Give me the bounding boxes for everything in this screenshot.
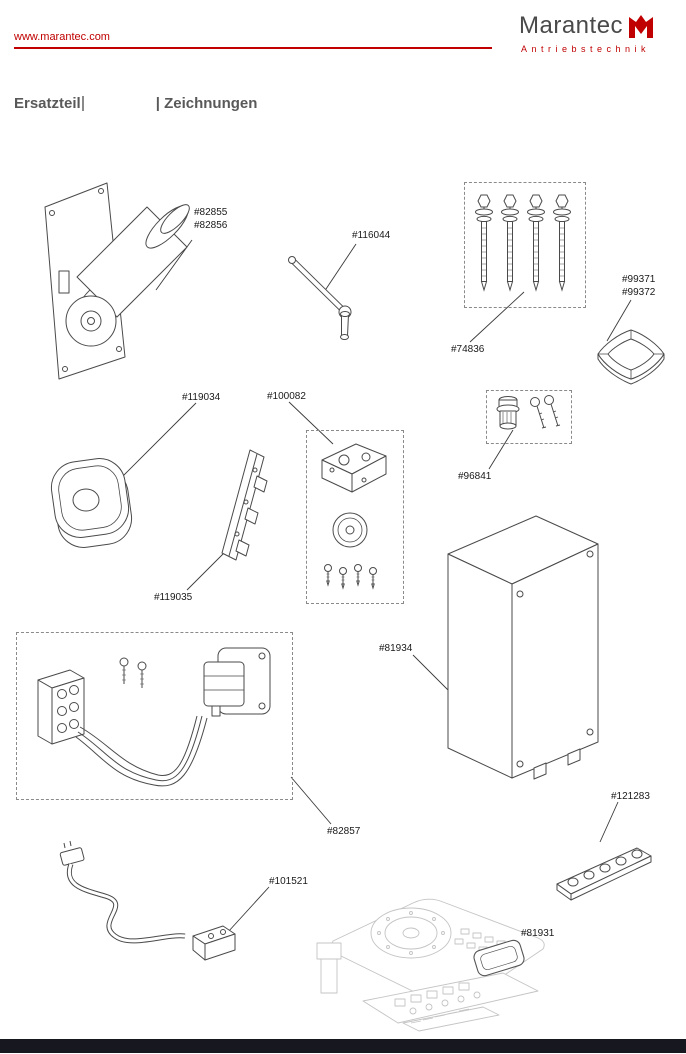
page-title-suffix: | Zeichnungen xyxy=(155,94,258,112)
part-label-99371: #99371 #99372 xyxy=(622,274,656,298)
part-label-121283: #121283 xyxy=(611,791,650,802)
rubber-grommet-drawing xyxy=(50,458,133,548)
rod-tool-drawing xyxy=(288,256,352,340)
site-url-link[interactable]: www.marantec.com xyxy=(14,31,110,43)
terminal-rail-drawing xyxy=(556,847,652,901)
wiring-harness-set-drawing xyxy=(37,647,271,787)
page-title-prefix: Ersatzteil xyxy=(14,94,81,112)
part-label-116044: #116044 xyxy=(352,230,391,241)
bracket-strip-drawing xyxy=(221,449,268,561)
brand-tagline: Antriebstechnik xyxy=(521,44,651,54)
part-label-74836: #74836 xyxy=(451,344,485,355)
part-label-119034: #119034 xyxy=(182,392,221,403)
part-label-81934: #81934 xyxy=(379,643,413,654)
group-box-82857 xyxy=(16,632,293,800)
footer-bar xyxy=(0,1039,686,1053)
part-label-82855: #82855 #82856 xyxy=(194,207,228,231)
title-caret xyxy=(81,95,84,111)
lock-and-keys-drawing xyxy=(496,395,561,430)
group-box-96841 xyxy=(486,390,572,444)
cover-cap-drawing xyxy=(597,329,665,385)
part-label-101521: #101521 xyxy=(269,876,308,887)
control-housing-drawing xyxy=(447,515,599,780)
part-label-96841: #96841 xyxy=(458,471,492,482)
part-label-82857: #82857 xyxy=(327,826,361,837)
drive-unit-drawing xyxy=(316,898,545,1032)
cable-connector-drawing xyxy=(59,840,236,961)
part-label-119035: #119035 xyxy=(154,592,193,603)
brand-logo: Marantec xyxy=(519,13,655,39)
screw-set-drawing xyxy=(475,194,571,291)
brand-wordmark: Marantec xyxy=(519,12,624,39)
header-divider-line xyxy=(14,47,492,49)
brand-m-icon xyxy=(629,15,654,38)
group-box-74836 xyxy=(464,182,586,308)
group-box-100082 xyxy=(306,430,404,604)
motor-assembly-drawing xyxy=(44,182,190,380)
roller-bracket-set-drawing xyxy=(321,443,387,589)
cover-part-81931 xyxy=(473,939,525,977)
part-label-100082: #100082 xyxy=(267,391,306,402)
part-label-81931: #81931 xyxy=(521,928,555,939)
page-title: Ersatzteil | Zeichnungen xyxy=(14,93,257,113)
